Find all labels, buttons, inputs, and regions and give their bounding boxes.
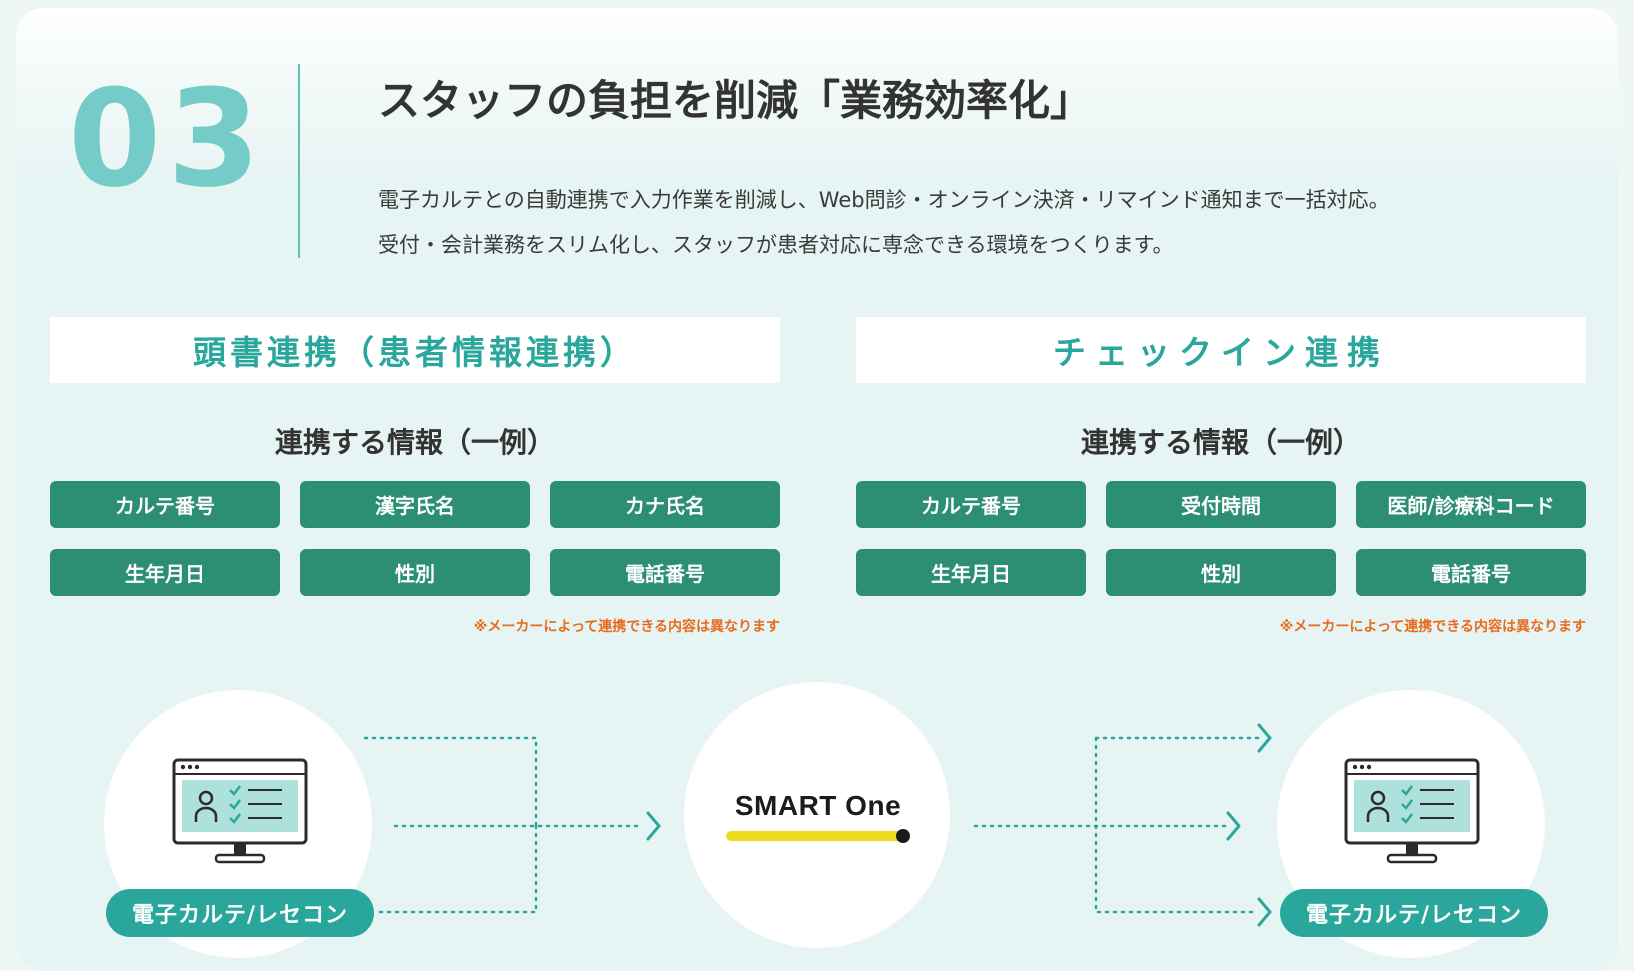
section-divider xyxy=(298,64,300,258)
arrow-head-icon xyxy=(1257,723,1272,753)
logo-text: SMART One xyxy=(734,790,902,821)
panel-subheading: 連携する情報（一例） xyxy=(1080,426,1361,459)
info-chip: 性別 xyxy=(1106,549,1336,596)
monitor-patient-icon xyxy=(172,758,308,864)
info-chip: 受付時間 xyxy=(1106,481,1336,528)
source-system-label: 電子カルテ/レセコン xyxy=(106,889,374,937)
panel-note: ※メーカーによって連携できる内容は異なります xyxy=(1279,619,1586,635)
panel-note: ※メーカーによって連携できる内容は異なります xyxy=(473,619,780,635)
info-chip: カルテ番号 xyxy=(50,481,280,528)
description-line-1: 電子カルテとの自動連携で入力作業を削減し、Web問診・オンライン決済・リマインド… xyxy=(378,188,1390,212)
info-chip: 医師/診療科コード xyxy=(1356,481,1586,528)
hub-circle xyxy=(684,682,950,948)
smart-one-logo: SMART One xyxy=(722,790,914,844)
panel-heading: チェックイン連携 xyxy=(856,317,1586,383)
monitor-patient-icon xyxy=(1344,758,1480,864)
section-number: 03 xyxy=(68,61,267,217)
panel-heading: 頭書連携（患者情報連携） xyxy=(50,317,780,383)
logo-underline-icon xyxy=(726,829,910,843)
info-chip-grid: カルテ番号 漢字氏名 カナ氏名 生年月日 性別 電話番号 xyxy=(50,481,780,596)
info-chip: 漢字氏名 xyxy=(300,481,530,528)
info-chip: 電話番号 xyxy=(1356,549,1586,596)
section-title: スタッフの負担を削減「業務効率化」 xyxy=(378,76,1093,125)
flow-line xyxy=(363,736,538,828)
panel-subheading: 連携する情報（一例） xyxy=(274,426,555,459)
info-chip: 生年月日 xyxy=(856,549,1086,596)
flow-line xyxy=(1094,736,1260,914)
info-chip-grid: カルテ番号 受付時間 医師/診療科コード 生年月日 性別 電話番号 xyxy=(856,481,1586,596)
info-chip: 生年月日 xyxy=(50,549,280,596)
target-system-label: 電子カルテ/レセコン xyxy=(1280,889,1548,937)
info-chip: 電話番号 xyxy=(550,549,780,596)
arrow-head-icon xyxy=(646,811,661,841)
info-chip: カルテ番号 xyxy=(856,481,1086,528)
section-description: 電子カルテとの自動連携で入力作業を削減し、Web問診・オンライン決済・リマインド… xyxy=(378,178,1598,268)
info-chip: 性別 xyxy=(300,549,530,596)
description-line-2: 受付・会計業務をスリム化し、スタッフが患者対応に専念できる環境をつくります。 xyxy=(378,233,1174,257)
arrow-head-icon xyxy=(1226,811,1241,841)
panel-header-linkage: 頭書連携（患者情報連携） 連携する情報（一例） カルテ番号 漢字氏名 カナ氏名 … xyxy=(50,317,780,636)
panel-checkin-linkage: チェックイン連携 連携する情報（一例） カルテ番号 受付時間 医師/診療科コード… xyxy=(856,317,1586,636)
info-chip: カナ氏名 xyxy=(550,481,780,528)
flow-line xyxy=(378,824,538,914)
arrow-head-icon xyxy=(1257,897,1272,927)
